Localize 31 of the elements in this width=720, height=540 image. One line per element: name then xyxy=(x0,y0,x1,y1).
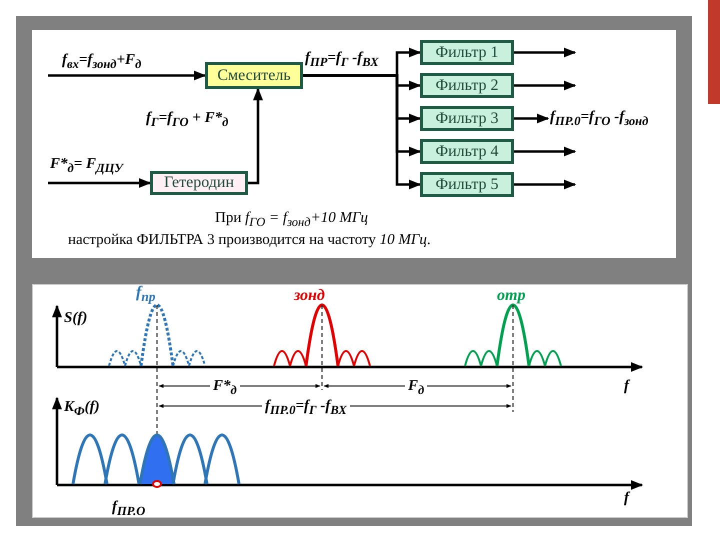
oscillator-box: Гетеродин xyxy=(150,171,248,195)
peak-label: зонд xyxy=(294,287,325,304)
filter-box: Фильтр 3 xyxy=(420,106,514,131)
axis-label: f xyxy=(624,378,629,395)
filter-box: Фильтр 5 xyxy=(420,172,514,197)
edge-label: f$_{ПР}$=f$_{Г}$ -f$_{ВХ}$ xyxy=(305,50,379,71)
edge-label: F*$_{д}$= F$_{ДЦУ}$ xyxy=(50,156,123,177)
filter-box: Фильтр 2 xyxy=(420,73,514,98)
arrow xyxy=(514,146,576,156)
filter-box: Фильтр 4 xyxy=(420,139,514,164)
peak-label: отр xyxy=(497,287,526,304)
edge-label: f$_{ПР.0}$=f$_{ГО}$ -f$_{зонд}$ xyxy=(550,109,648,130)
axis-label: S(f) xyxy=(64,310,88,327)
arrow xyxy=(514,48,576,58)
axis-label: K$_{Ф}$(f) xyxy=(64,399,100,420)
edge-label: f$_{Г}$=f$_{ГО}$ + F*$_{д}$ xyxy=(146,110,228,131)
caption-text: настройка ФИЛЬТРА 3 производится на частоту 10 МГц. xyxy=(68,232,431,249)
mixer-box: Смеситель xyxy=(205,62,303,89)
arrow xyxy=(48,178,152,188)
arrow xyxy=(514,80,576,90)
arrow xyxy=(248,88,263,184)
axis-label: f$_{ПР.О}$ xyxy=(112,499,146,520)
arrow xyxy=(514,114,550,124)
peak-label: f$_{пр}$ xyxy=(136,284,156,306)
axis-label: f xyxy=(624,490,629,507)
arrow xyxy=(514,180,576,190)
caption-text: При f$_{ГО}$ = f$_{зонд}$+10 МГц xyxy=(215,210,368,231)
filter-box: Фильтр 1 xyxy=(420,40,514,65)
arrow xyxy=(48,70,206,80)
edge-label: f$_{вх}$=f$_{зонд}$+F$_{д}$ xyxy=(62,52,142,73)
arrow xyxy=(303,74,422,190)
